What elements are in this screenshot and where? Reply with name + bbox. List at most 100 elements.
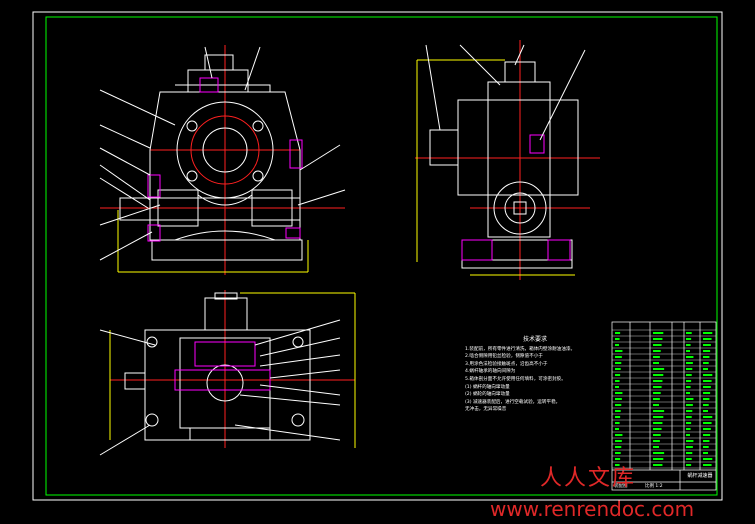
parts-list-cell-text	[653, 410, 665, 412]
side-view	[415, 40, 600, 280]
parts-list-cell-text	[703, 338, 712, 340]
parts-list-cell-text	[615, 446, 622, 448]
parts-list-cell-text	[615, 392, 623, 394]
parts-list-cell-text	[653, 344, 662, 346]
parts-list-cell-text	[686, 332, 692, 334]
parts-list-cell-text	[653, 464, 663, 466]
parts-list-cell-text	[686, 440, 694, 442]
parts-list-cell-text	[703, 386, 711, 388]
parts-list-cell-text	[615, 428, 619, 430]
parts-list-cell-text	[686, 350, 690, 352]
parts-list-cell-text	[686, 338, 692, 340]
title-block-line: 装配图	[614, 484, 628, 489]
parts-list-cell-text	[653, 332, 664, 334]
parts-list-cell-text	[703, 458, 713, 460]
parts-list-cell-text	[686, 386, 691, 388]
tech-requirements-line: 1.装配前，所有零件进行清洗，箱体内壁涂耐油油漆。	[465, 346, 576, 352]
front-view	[99, 45, 346, 275]
title-block-name: 蜗杆减速器	[687, 473, 713, 479]
parts-list-cell-text	[703, 434, 711, 436]
parts-list-cell-text	[703, 368, 708, 370]
parts-list-cell-text	[686, 392, 690, 394]
parts-list-cell-text	[686, 464, 692, 466]
parts-list-cell-text	[703, 392, 711, 394]
parts-list-cell-text	[686, 416, 692, 418]
parts-list-marks	[615, 332, 713, 466]
parts-list-cell-text	[703, 356, 710, 358]
parts-list-cell-text	[703, 332, 713, 334]
watermark-url: www.renrendoc.com	[490, 497, 695, 521]
tech-requirements: 技术要求 1.装配前，所有零件进行清洗，箱体内壁涂耐油油漆。 2.啮合侧隙用铅丝…	[465, 336, 605, 414]
parts-list-cell-text	[686, 434, 690, 436]
parts-list-cell-text	[615, 386, 619, 388]
parts-list-rows	[612, 329, 716, 469]
parts-list-cell-text	[686, 380, 692, 382]
parts-list-cell-text	[615, 416, 621, 418]
parts-list-cell-text	[653, 362, 659, 364]
parts-list-cell-text	[653, 422, 663, 424]
parts-list-cell-text	[686, 344, 691, 346]
parts-list-cell-text	[703, 440, 710, 442]
parts-list-cell-text	[703, 422, 712, 424]
parts-list-cell-text	[653, 338, 663, 340]
watermark-cn: 人人文库	[540, 466, 637, 491]
parts-list-cell-text	[615, 434, 623, 436]
sheet-border	[32, 11, 723, 501]
parts-list-cell-text	[653, 452, 665, 454]
parts-list-cell-text	[615, 422, 620, 424]
parts-list-cell-text	[686, 362, 693, 364]
title-block-line: 比例 1:2	[645, 484, 663, 489]
parts-list-cell-text	[653, 446, 659, 448]
parts-list-cell-text	[615, 332, 621, 334]
parts-list-cell-text	[686, 422, 692, 424]
parts-list-cell-text	[615, 452, 621, 454]
parts-list-cell-text	[686, 404, 693, 406]
parts-list-cell-text	[686, 374, 692, 376]
parts-list-cell-text	[686, 398, 694, 400]
drawing-frame	[45, 16, 718, 496]
parts-list-cell-text	[686, 368, 693, 370]
tech-requirements-line: 无冲击，无异常噪音	[465, 407, 507, 413]
parts-list-cell-text	[686, 452, 693, 454]
tech-requirements-line: 5.箱体剖分面不允许使用任何填料，可涂密封胶。	[465, 376, 566, 382]
parts-list-cell-text	[653, 428, 662, 430]
parts-list-cell-text	[703, 446, 709, 448]
parts-list-cell-text	[703, 344, 711, 346]
parts-list-cell-text	[615, 380, 620, 382]
parts-list-cell-text	[615, 458, 621, 460]
top-view	[99, 290, 356, 456]
parts-list-cell-text	[703, 404, 709, 406]
parts-list-cell-text	[653, 440, 660, 442]
parts-list-cell-text	[653, 356, 660, 358]
parts-list-cell-text	[615, 350, 623, 352]
parts-list-cell-text	[653, 434, 661, 436]
tech-requirements-line: 2.啮合侧隙用铅丝检验，侧隙值不小于	[465, 354, 543, 360]
tech-requirements-line: 4.蜗杆轴承的轴向间隙为	[465, 369, 516, 375]
parts-list-cell-text	[615, 410, 621, 412]
parts-list-cell-text	[615, 404, 622, 406]
parts-list-cell-text	[615, 362, 622, 364]
parts-list-cell-text	[653, 458, 664, 460]
parts-list-cell-text	[615, 398, 622, 400]
parts-list-cell-text	[703, 374, 713, 376]
parts-list-cell-text	[703, 410, 708, 412]
parts-list-cell-text	[653, 374, 664, 376]
parts-list-cell-text	[703, 362, 709, 364]
parts-list-cell-text	[686, 410, 693, 412]
parts-list-cell-text	[615, 356, 622, 358]
parts-list-cell-text	[653, 368, 665, 370]
parts-list-cell-text	[686, 446, 693, 448]
tech-requirements-line: (2) 蜗轮的轴向窜动量	[465, 392, 510, 398]
tech-requirements-line: (3) 减速器装配后，进行空载试验，运转平稳，	[465, 399, 561, 405]
parts-list-cell-text	[653, 350, 661, 352]
parts-list-cell-text	[703, 416, 713, 418]
parts-list-cell-text	[653, 386, 662, 388]
parts-list-cell-text	[615, 374, 621, 376]
tech-requirements-line: (1) 蜗杆的轴向窜动量	[465, 384, 510, 390]
parts-list-cell-text	[615, 440, 622, 442]
parts-list-cell-text	[703, 428, 711, 430]
parts-list-cell-text	[615, 464, 620, 466]
parts-list-cell-text	[703, 380, 712, 382]
parts-list-cell-text	[653, 398, 660, 400]
